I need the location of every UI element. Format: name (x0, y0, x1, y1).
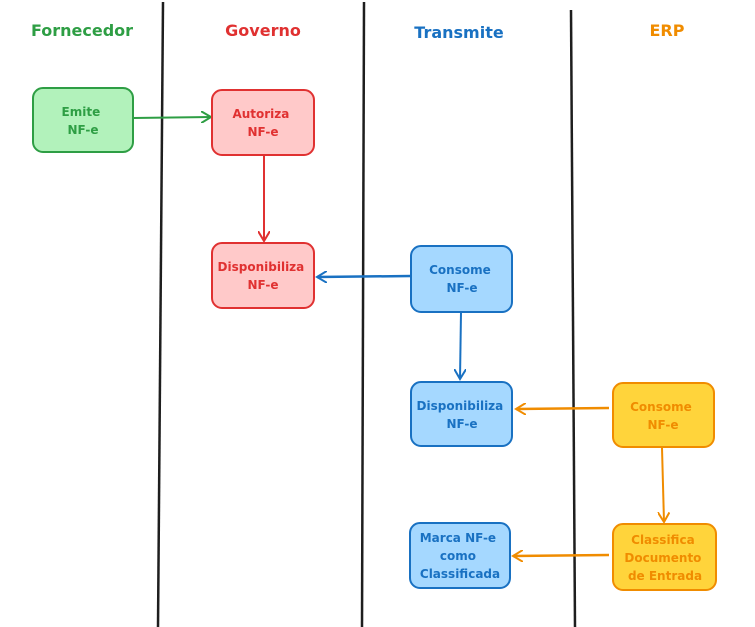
svg-text:Disponibiliza NF-e: Disponibiliza NF-e (218, 260, 309, 292)
lane-title-transmite: Transmite (414, 23, 504, 42)
lane-divider-1 (156, 1, 165, 627)
svg-text:Autoriza NF-e: Autoriza NF-e (232, 107, 293, 139)
lane-title-erp: ERP (650, 21, 685, 40)
svg-text:Classifica Documento: Classifica Documento de Entrada (624, 533, 705, 583)
box-consome-nfe-erp: Consome NF-e (612, 382, 715, 448)
lane-title-governo: Governo (225, 21, 301, 40)
box-emite-nfe: Emite NF-e (32, 87, 134, 153)
arrow-consome-to-disponibiliza-transmite (460, 311, 461, 379)
lane-title-fornecedor: Fornecedor (31, 21, 133, 40)
box-autoriza-nfe: Autoriza NF-e (211, 89, 315, 156)
arrow-classifica-to-marca (513, 555, 610, 556)
svg-text:Emite NF-e: Emite NF-e (62, 105, 105, 137)
box-consome-nfe-transmite: Consome NF-e (410, 245, 513, 313)
svg-text:Consome NF-e: Consome NF-e (429, 263, 495, 295)
arrow-erp-consome-to-classifica (662, 447, 664, 522)
arrow-emite-to-autoriza (132, 117, 211, 118)
box-classifica-documento-entrada: Classifica Documento de Entrada (612, 523, 717, 591)
lane-divider-2 (360, 1, 366, 627)
svg-text:Marca NF-e como Cl: Marca NF-e como Classificada (420, 531, 501, 581)
box-disponibiliza-nfe-governo: Disponibiliza NF-e (211, 242, 315, 309)
svg-text:Consome NF-e: Consome NF-e (630, 400, 696, 432)
arrow-consome-to-disponibiliza-governo (317, 276, 412, 277)
box-disponibiliza-nfe-transmite: Disponibiliza NF-e (410, 381, 513, 447)
box-marca-nfe-classificada: Marca NF-e como Classificada (409, 522, 511, 589)
svg-text:Disponibiliza NF-e: Disponibiliza NF-e (417, 399, 508, 431)
lane-divider-3 (569, 9, 577, 627)
arrow-erp-consome-to-disponibiliza (516, 408, 610, 409)
